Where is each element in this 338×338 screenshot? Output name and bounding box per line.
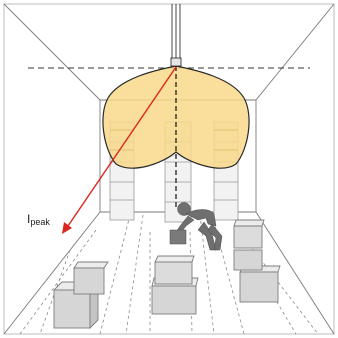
floor-boxes [52, 219, 281, 330]
peak-label-subscript: peak [30, 217, 50, 227]
peak-label-main: I [27, 212, 31, 226]
shelving-behind-curve [110, 129, 238, 151]
worker-lifting-box-icon [169, 202, 223, 251]
peak-intensity-vector [67, 66, 177, 227]
frame [3, 3, 335, 335]
peak-vector-arrowhead [62, 222, 72, 234]
peak-intensity-label: Ipeak [27, 213, 50, 227]
pendant-luminaire-icon [170, 4, 182, 67]
